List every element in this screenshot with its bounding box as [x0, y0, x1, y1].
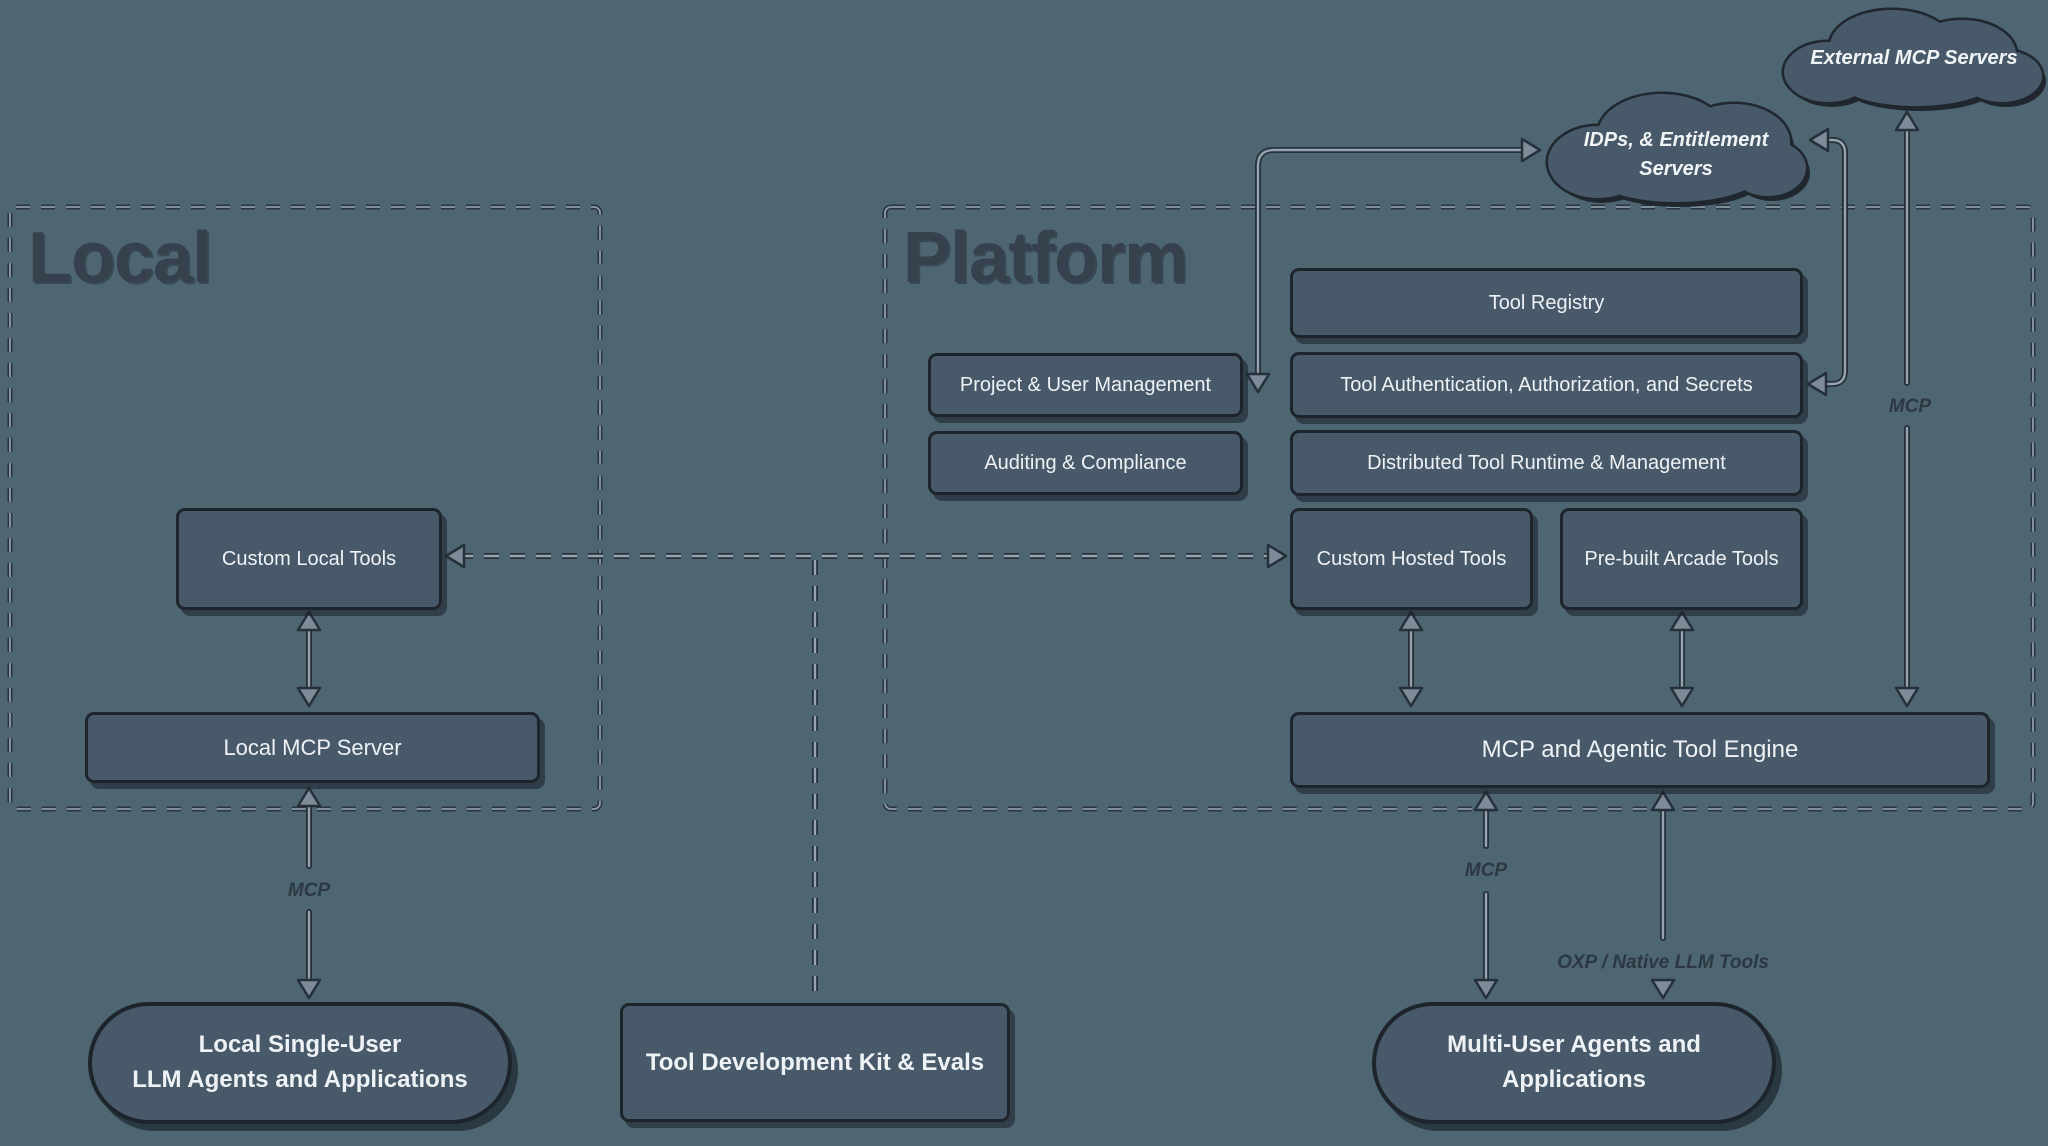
box-auditing-compliance: Auditing & Compliance — [928, 431, 1243, 495]
edge-label-oxp: OXP / Native LLM Tools — [1557, 952, 1769, 973]
local-region-border — [7, 204, 603, 812]
box-local-mcp-server-label: Local MCP Server — [223, 734, 402, 760]
connector-engine-multipill-mcp — [1473, 790, 1499, 1000]
connector-customlocal-localmcp — [296, 610, 322, 708]
idps-cloud-label-line2: Servers — [1639, 158, 1712, 180]
box-mcp-agentic-tool-engine: MCP and Agentic Tool Engine — [1290, 712, 1990, 788]
box-tool-development-kit-label: Tool Development Kit & Evals — [645, 1048, 985, 1076]
box-prebuilt-arcade-tools-label: Pre-built Arcade Tools — [1584, 547, 1779, 570]
box-project-user-management: Project & User Management — [928, 353, 1243, 417]
box-custom-local-tools: Custom Local Tools — [176, 508, 442, 610]
connector-toolauth-idps — [1806, 127, 1848, 397]
connector-localmcp-localpill — [296, 786, 322, 1000]
connector-hosted-engine — [1398, 610, 1424, 708]
box-auditing-compliance-label: Auditing & Compliance — [984, 451, 1187, 474]
box-local-mcp-server: Local MCP Server — [85, 712, 540, 783]
local-region-title: Local — [28, 218, 212, 298]
platform-region-title: Platform — [903, 218, 1188, 298]
box-tool-authentication-label: Tool Authentication, Authorization, and … — [1340, 373, 1753, 396]
pill-multi-user-agents-line1: Multi-User Agents and — [1447, 1031, 1701, 1059]
arrowhead-left — [444, 543, 466, 569]
pill-local-single-user-agents: Local Single-User LLM Agents and Applica… — [88, 1002, 512, 1124]
pill-multi-user-agents-line2: Applications — [1501, 1066, 1646, 1093]
box-mcp-agentic-tool-engine-label: MCP and Agentic Tool Engine — [1481, 736, 1799, 763]
platform-region-border — [882, 204, 2036, 812]
connector-externalcloud-engine — [1894, 110, 1920, 708]
box-distributed-tool-runtime: Distributed Tool Runtime & Management — [1290, 430, 1803, 496]
connector-arcade-engine — [1669, 610, 1695, 708]
box-project-user-management-label: Project & User Management — [959, 373, 1212, 396]
external-mcp-cloud-label: External MCP Servers — [1810, 47, 2017, 69]
connector-hosted-to-local-tools-dashed — [444, 543, 1288, 569]
box-tool-development-kit: Tool Development Kit & Evals — [620, 1003, 1010, 1122]
pill-local-single-user-line2: LLM Agents and Applications — [132, 1066, 468, 1093]
idps-cloud-label-line1: IDPs, & Entitlement — [1584, 129, 1770, 151]
connector-pum-idps — [1245, 137, 1542, 394]
pill-local-single-user-line1: Local Single-User — [198, 1031, 402, 1059]
box-tool-authentication: Tool Authentication, Authorization, and … — [1290, 352, 1803, 418]
idps-cloud: IDPs, & Entitlement Servers — [1545, 91, 1810, 207]
external-mcp-cloud: External MCP Servers — [1781, 7, 2046, 111]
edge-label-local-mcp: MCP — [288, 880, 331, 901]
box-tool-registry: Tool Registry — [1290, 268, 1803, 338]
arrowhead-right — [1266, 543, 1288, 569]
edge-label-platform-mcp: MCP — [1465, 860, 1508, 881]
box-custom-local-tools-label: Custom Local Tools — [221, 547, 397, 570]
box-custom-hosted-tools: Custom Hosted Tools — [1290, 508, 1533, 610]
box-custom-hosted-tools-label: Custom Hosted Tools — [1316, 547, 1507, 570]
connector-engine-multipill-oxp — [1650, 790, 1676, 1000]
pill-multi-user-agents: Multi-User Agents and Applications — [1372, 1002, 1776, 1124]
box-distributed-tool-runtime-label: Distributed Tool Runtime & Management — [1367, 451, 1726, 474]
edge-label-external-mcp: MCP — [1889, 396, 1932, 417]
box-tool-registry-label: Tool Registry — [1488, 291, 1605, 314]
box-prebuilt-arcade-tools: Pre-built Arcade Tools — [1560, 508, 1803, 610]
